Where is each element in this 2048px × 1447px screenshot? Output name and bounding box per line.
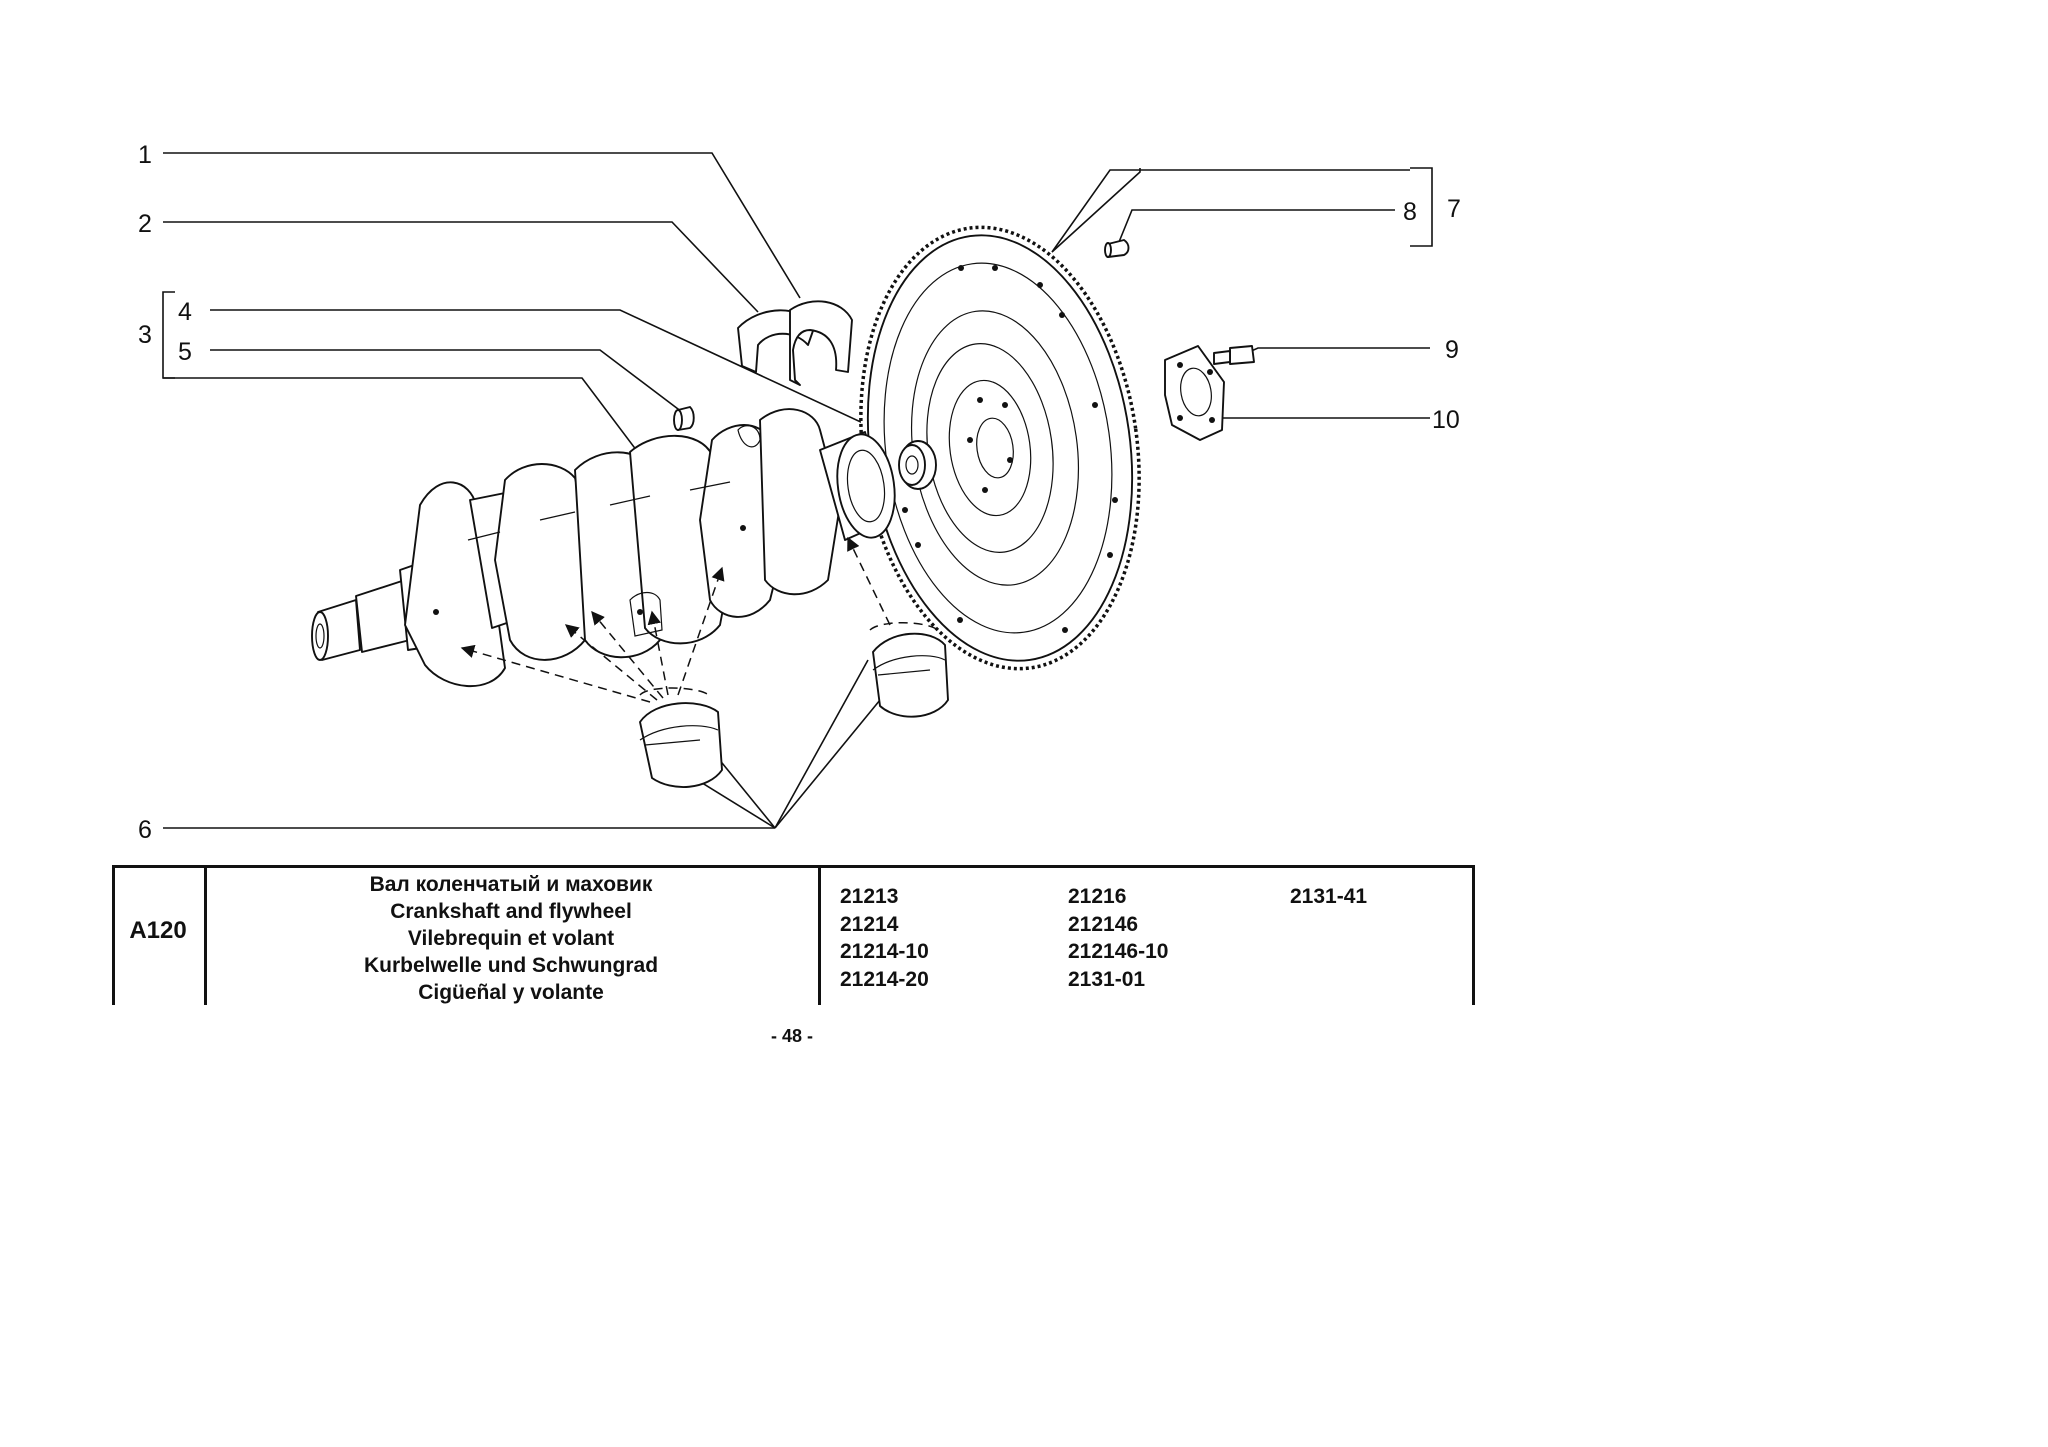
callout-9: 9 bbox=[1445, 336, 1459, 364]
title-russian: Вал коленчатый и маховик bbox=[369, 873, 653, 896]
title-english: Crankshaft and flywheel bbox=[390, 900, 632, 923]
model-code: 21216 bbox=[1068, 885, 1127, 908]
main-bearing-shells bbox=[639, 632, 949, 788]
page-number: - 48 - bbox=[770, 1026, 813, 1046]
model-code: 21214-20 bbox=[840, 967, 929, 991]
callout-numbers: 1 2 3 4 5 6 7 8 9 10 bbox=[138, 141, 1461, 844]
washer-plate bbox=[1164, 345, 1225, 441]
thrust-half-washers bbox=[737, 300, 853, 386]
dowel-pin bbox=[1104, 239, 1130, 258]
callout-7: 7 bbox=[1447, 195, 1461, 223]
section-code: A120 bbox=[129, 917, 187, 944]
crankshaft-flywheel-diagram: 1 2 3 4 5 6 7 8 9 10 bbox=[138, 141, 1461, 844]
callout-1: 1 bbox=[138, 141, 152, 169]
model-list-column-1: 21213 21214 21214-10 21214-20 bbox=[840, 883, 929, 993]
model-code: 212146 bbox=[1068, 912, 1139, 936]
callout-3: 3 bbox=[138, 321, 152, 349]
flywheel bbox=[859, 225, 1141, 671]
model-code: 21214-10 bbox=[840, 940, 929, 963]
title-french: Vilebrequin et volant bbox=[407, 927, 615, 950]
model-code: 21213 bbox=[840, 885, 899, 908]
model-code: 2131-01 bbox=[1068, 967, 1146, 991]
callout-4: 4 bbox=[178, 298, 192, 326]
section-titles: Вал коленчатый и маховик Crankshaft and … bbox=[204, 871, 818, 1006]
callout-2: 2 bbox=[138, 210, 152, 238]
reference-table: A120 Вал коленчатый и маховик Crankshaft… bbox=[112, 865, 1475, 1005]
title-spanish: Cigüeñal y volante bbox=[418, 981, 604, 1004]
callout-8: 8 bbox=[1403, 198, 1417, 226]
model-list-column-3: 2131-41 bbox=[1290, 883, 1367, 911]
assembly-arrows bbox=[460, 536, 941, 703]
callout-10: 10 bbox=[1432, 406, 1460, 434]
model-code: 212146-10 bbox=[1068, 940, 1169, 963]
title-german: Kurbelwelle und Schwungrad bbox=[363, 954, 659, 977]
callout-5: 5 bbox=[178, 338, 192, 366]
flywheel-bolt bbox=[1213, 345, 1255, 365]
bush bbox=[673, 406, 695, 431]
pilot-bearing bbox=[898, 440, 937, 490]
callout-6: 6 bbox=[138, 816, 152, 844]
crankshaft bbox=[311, 408, 896, 688]
model-list-column-2: 21216 212146 212146-10 2131-01 bbox=[1068, 883, 1168, 993]
model-code: 2131-41 bbox=[1290, 885, 1368, 908]
model-code: 21214 bbox=[840, 912, 899, 936]
